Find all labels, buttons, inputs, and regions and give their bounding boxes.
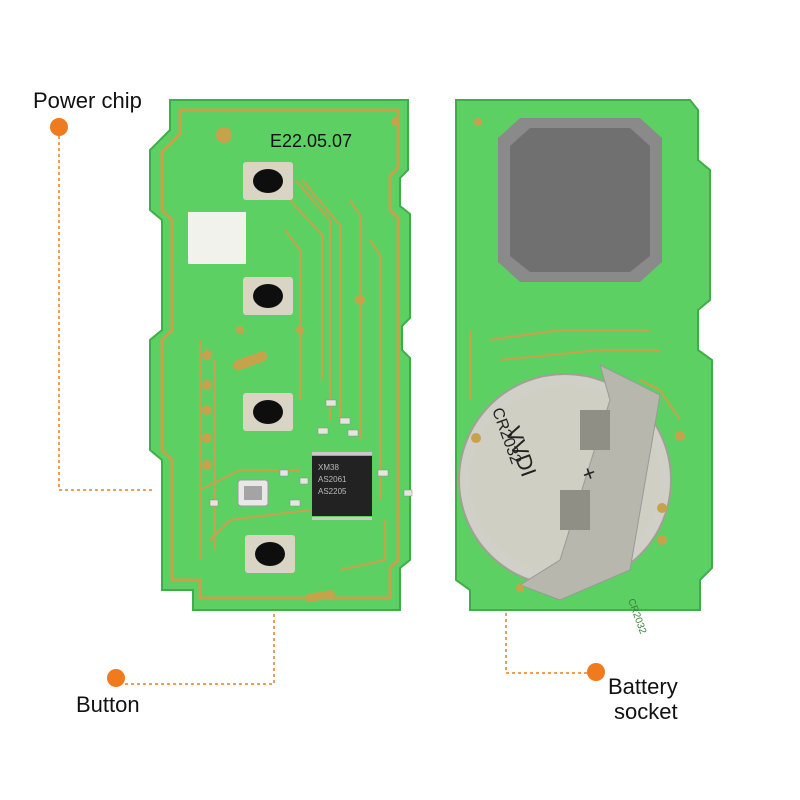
tactile-button	[245, 535, 295, 573]
back-board: VVDI CR2032 + CR2032	[455, 99, 713, 636]
chip-text-1: XM38	[318, 463, 339, 472]
button-marker	[107, 669, 125, 687]
battery-socket: VVDI CR2032 +	[458, 364, 672, 601]
tactile-button	[243, 162, 293, 200]
battery-socket-label: Battery socket	[608, 674, 678, 725]
power-chip-label: Power chip	[33, 88, 142, 113]
date-code-text: E22.05.07	[270, 131, 352, 151]
button-label: Button	[76, 692, 140, 717]
battery-socket-marker	[587, 663, 605, 681]
battery-socket-label-line2: socket	[614, 699, 678, 725]
button-leader	[125, 560, 275, 685]
chip-text-2: AS2061	[318, 475, 347, 484]
tactile-button	[243, 393, 293, 431]
power-chip: XM38 AS2061 AS2205	[312, 452, 372, 520]
power-chip-marker	[50, 118, 68, 136]
label-pad	[188, 212, 246, 264]
battery-socket-label-line1: Battery	[608, 674, 678, 699]
tactile-button	[243, 277, 293, 315]
front-board: E22.05.07	[149, 99, 413, 611]
power-chip-leader	[58, 136, 155, 491]
chip-text-3: AS2205	[318, 487, 347, 496]
